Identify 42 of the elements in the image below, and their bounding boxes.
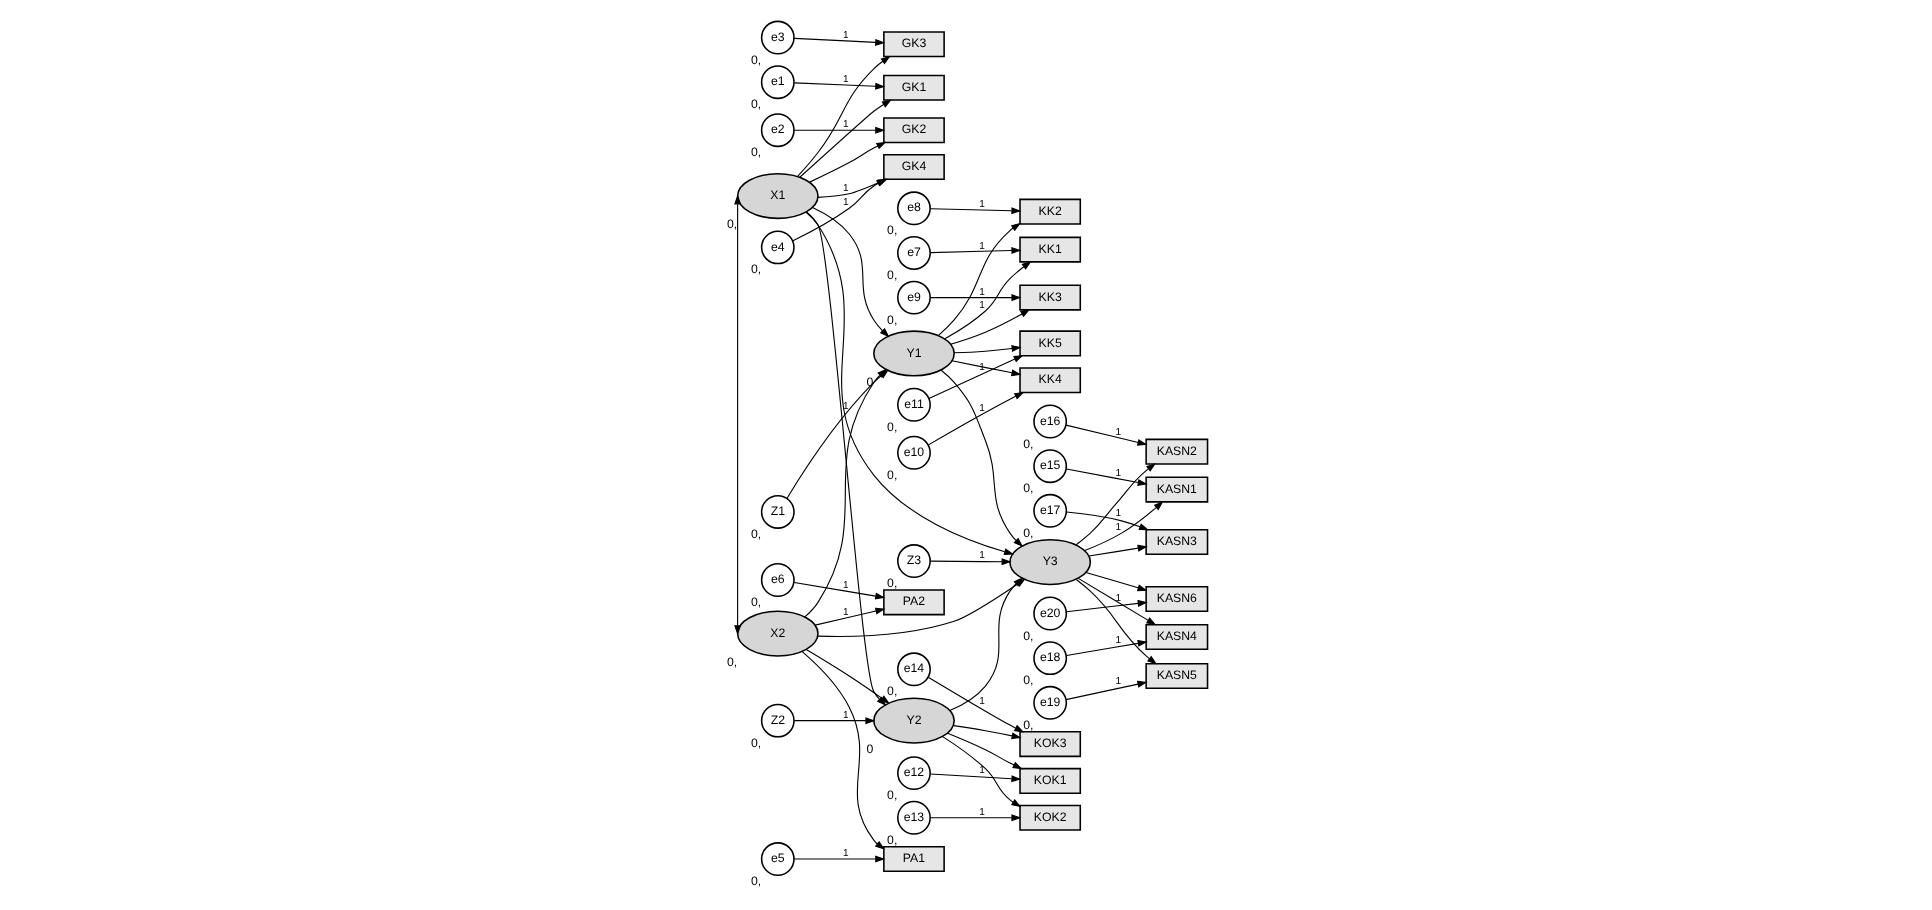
arrow xyxy=(1076,577,1156,626)
arrow xyxy=(946,732,1022,770)
arrow xyxy=(928,247,1021,255)
arrow xyxy=(810,207,889,338)
arrow xyxy=(1065,511,1149,531)
arrow xyxy=(792,717,875,725)
arrow xyxy=(943,260,1031,340)
arrow xyxy=(792,582,885,600)
arrow xyxy=(928,558,1011,566)
arrow xyxy=(792,37,885,46)
arrow xyxy=(928,773,1021,783)
arrow xyxy=(1064,599,1147,613)
arrow xyxy=(798,99,891,178)
arrow xyxy=(926,676,1024,733)
arrow xyxy=(813,607,885,626)
arrow xyxy=(941,736,1021,808)
arrow xyxy=(1087,544,1147,557)
arrow xyxy=(796,55,890,177)
arrow xyxy=(1084,571,1147,592)
arrow xyxy=(952,345,1021,354)
arrow xyxy=(1064,468,1147,486)
arrow xyxy=(792,126,885,134)
arrow xyxy=(792,82,885,90)
arrow xyxy=(951,725,1021,740)
arrow xyxy=(939,369,1023,548)
arrow xyxy=(950,360,1021,377)
arrow xyxy=(733,194,741,636)
arrow xyxy=(1074,463,1156,546)
arrow xyxy=(928,294,1021,302)
arrow xyxy=(808,141,886,183)
arrow xyxy=(1064,639,1147,657)
arrow xyxy=(926,391,1024,446)
arrow xyxy=(1083,501,1163,552)
arrow xyxy=(927,354,1023,399)
arrow xyxy=(1074,578,1157,665)
arrow xyxy=(1064,424,1147,446)
arrow xyxy=(1064,680,1147,701)
arrow xyxy=(936,222,1021,336)
arrow xyxy=(792,855,885,863)
arrow xyxy=(928,207,1021,215)
arrow xyxy=(928,814,1021,822)
arrow xyxy=(949,309,1030,345)
